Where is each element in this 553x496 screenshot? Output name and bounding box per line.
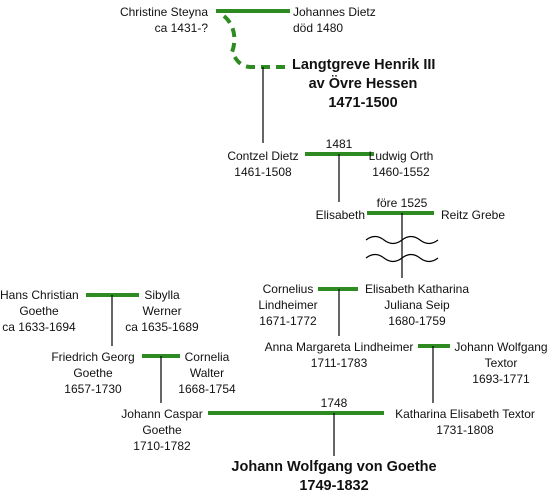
marriage-year-orth: 1481 <box>325 137 353 151</box>
person-johannes-dietz: Johannes Dietz död 1480 <box>293 5 376 35</box>
person-cornelia-walter: Cornelia Walter 1668-1754 <box>178 350 236 396</box>
person-anna-margareta-lindheimer: Anna Margareta Lindheimer 1711-1783 <box>264 340 414 370</box>
marriage-year-goethe: 1748 <box>320 396 348 410</box>
person-johann-caspar-goethe: Johann Caspar Goethe 1710-1782 <box>121 407 203 453</box>
person-contzel-dietz: Contzel Dietz 1461-1508 <box>227 149 299 179</box>
person-katharina-elisabeth-textor: Katharina Elisabeth Textor 1731-1808 <box>395 407 535 437</box>
person-reitz-grebe: Reitz Grebe <box>441 208 506 222</box>
person-cornelius-lindheimer: Cornelius Lindheimer 1671-1772 <box>258 282 318 328</box>
person-henrik-iii: Langtgreve Henrik III av Övre Hessen 147… <box>292 57 436 111</box>
person-ludwig-orth: Ludwig Orth 1460-1552 <box>368 149 434 179</box>
person-sibylla-werner: Sibylla Werner ca 1635-1689 <box>125 288 199 334</box>
person-elisabeth-katharina-seip: Elisabeth Katharina Juliana Seip 1680-17… <box>364 282 470 328</box>
person-johann-wolfgang-von-goethe: Johann Wolfgang von Goethe 1749-1832 <box>231 459 437 494</box>
generation-gap-wave-upper <box>365 235 439 245</box>
marriage-year-grebe: före 1525 <box>376 196 428 210</box>
person-christine-steyna: Christine Steyna ca 1431-? <box>119 5 208 35</box>
liaison-bar-steyna-henrik <box>222 14 290 69</box>
person-friedrich-georg-goethe: Friedrich Georg Goethe 1657-1730 <box>51 350 135 396</box>
person-johann-wolfgang-textor: Johann Wolfgang Textor 1693-1771 <box>454 340 548 386</box>
person-elisabeth: Elisabeth <box>315 208 365 222</box>
person-hans-christian-goethe: Hans Christian Goethe ca 1633-1694 <box>0 288 79 334</box>
generation-gap-wave-lower <box>365 253 439 263</box>
